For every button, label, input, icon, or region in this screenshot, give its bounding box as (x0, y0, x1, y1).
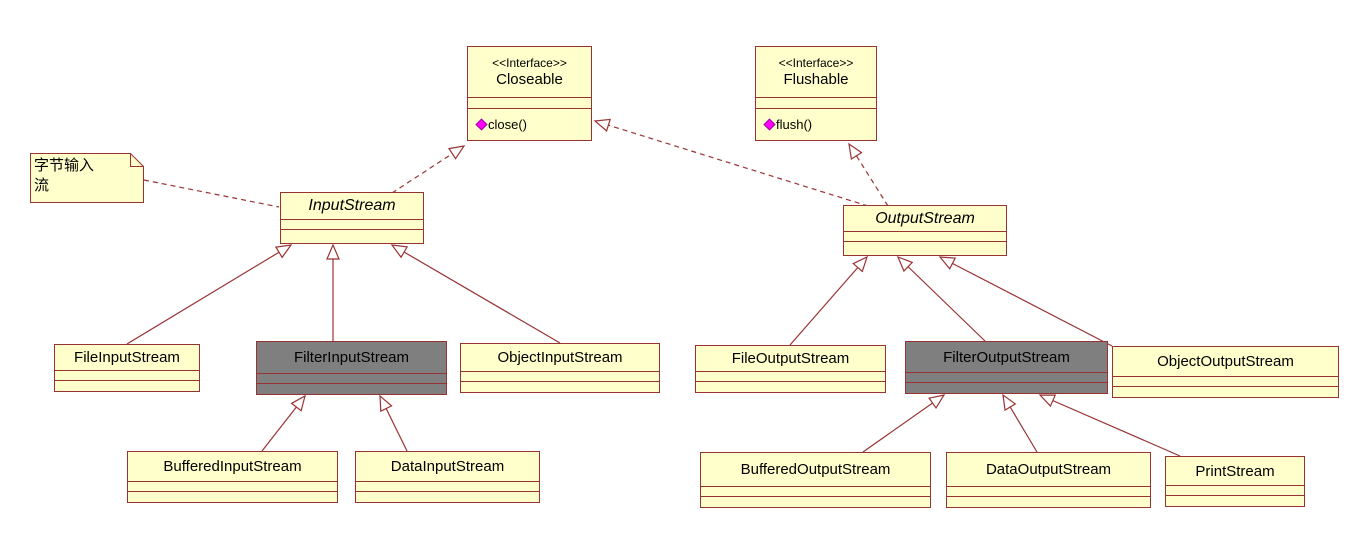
generalization-datainputstream (379, 394, 408, 452)
operations-compartment (1166, 496, 1304, 506)
attributes-compartment (906, 373, 1107, 383)
attributes-compartment (844, 232, 1006, 242)
class-filterinputstream[interactable]: FilterInputStream (256, 341, 447, 395)
operations-compartment (128, 492, 337, 502)
generalization-bufferedinputstream (261, 394, 306, 452)
class-fileinputstream[interactable]: FileInputStream (54, 344, 200, 392)
class-bufferedinputstream[interactable]: BufferedInputStream (127, 451, 338, 503)
attributes-compartment (257, 374, 446, 384)
note-shape (30, 153, 144, 203)
private-method-icon (763, 118, 776, 131)
realization-inputstream-closeable (391, 145, 466, 194)
attributes-compartment (55, 371, 199, 381)
class-outputstream[interactable]: OutputStream (843, 205, 1007, 256)
generalization-objectoutputstream (938, 256, 1113, 347)
attributes-compartment (701, 487, 930, 497)
operations-compartment (281, 230, 423, 243)
class-name: FileInputStream (55, 345, 199, 371)
private-method-icon (475, 118, 488, 131)
operations-compartment (257, 384, 446, 394)
attributes-compartment (128, 482, 337, 492)
class-name: FileOutputStream (696, 346, 885, 372)
generalization-filteroutputstream (896, 255, 986, 342)
attributes-compartment (356, 482, 539, 492)
class-objectinputstream[interactable]: ObjectInputStream (460, 343, 660, 393)
class-name: Flushable (783, 70, 849, 88)
class-name: FilterOutputStream (906, 342, 1107, 373)
class-name: InputStream (281, 193, 423, 220)
attributes-compartment (1166, 486, 1304, 496)
class-fileoutputstream[interactable]: FileOutputStream (695, 345, 886, 393)
operations-compartment (844, 242, 1006, 255)
class-name: ObjectOutputStream (1113, 347, 1338, 377)
generalization-bufferedoutputstream (862, 394, 946, 453)
class-name: BufferedOutputStream (701, 453, 930, 487)
attributes-compartment (756, 98, 876, 109)
class-name: DataOutputStream (947, 453, 1150, 487)
generalization-fileoutputstream (789, 255, 869, 346)
generalization-fileinputstream (126, 244, 293, 345)
class-dataoutputstream[interactable]: DataOutputStream (946, 452, 1151, 508)
realization-outputstream-flushable (848, 142, 889, 207)
class-printstream[interactable]: PrintStream (1165, 456, 1305, 507)
operations-compartment: flush() (756, 109, 876, 140)
class-filteroutputstream[interactable]: FilterOutputStream (905, 341, 1108, 394)
operations-compartment (55, 381, 199, 391)
class-name: OutputStream (844, 206, 1006, 232)
operations-compartment (1113, 387, 1338, 397)
class-objectoutputstream[interactable]: ObjectOutputStream (1112, 346, 1339, 398)
class-name: FilterInputStream (257, 342, 446, 374)
attributes-compartment (696, 372, 885, 382)
attributes-compartment (281, 220, 423, 230)
stereotype-label: <<Interface>> (492, 55, 567, 70)
generalization-dataoutputstream (1002, 393, 1038, 453)
realization-outputstream-closeable (593, 118, 869, 207)
class-name: BufferedInputStream (128, 452, 337, 482)
stereotype-label: <<Interface>> (778, 55, 854, 70)
class-name: DataInputStream (356, 452, 539, 482)
interface-closeable[interactable]: <<Interface>> Closeable close() (467, 46, 592, 141)
class-inputstream[interactable]: InputStream (280, 192, 424, 244)
operations-compartment (947, 497, 1150, 507)
operations-compartment (906, 383, 1107, 393)
interface-header: <<Interface>> Closeable (468, 47, 591, 98)
method-label: close() (488, 117, 528, 132)
method-label: flush() (776, 117, 813, 132)
generalization-objectinputstream (390, 244, 561, 344)
class-name: Closeable (496, 70, 563, 88)
note-text: 字节输入流 (34, 157, 95, 194)
attributes-compartment (461, 372, 659, 382)
operations-compartment (696, 382, 885, 392)
note-byte-input-stream[interactable]: 字节输入流 (30, 153, 144, 203)
operations-compartment: close() (468, 109, 591, 140)
interface-flushable[interactable]: <<Interface>> Flushable flush() (755, 46, 877, 141)
generalization-printstream (1038, 394, 1181, 457)
class-name: ObjectInputStream (461, 344, 659, 372)
operations-compartment (701, 497, 930, 507)
note-anchor-line (143, 179, 280, 208)
operations-compartment (356, 492, 539, 502)
class-name: PrintStream (1166, 457, 1304, 486)
class-bufferedoutputstream[interactable]: BufferedOutputStream (700, 452, 931, 508)
attributes-compartment (468, 98, 591, 109)
attributes-compartment (1113, 377, 1338, 387)
attributes-compartment (947, 487, 1150, 497)
operations-compartment (461, 382, 659, 392)
class-datainputstream[interactable]: DataInputStream (355, 451, 540, 503)
interface-header: <<Interface>> Flushable (756, 47, 876, 98)
